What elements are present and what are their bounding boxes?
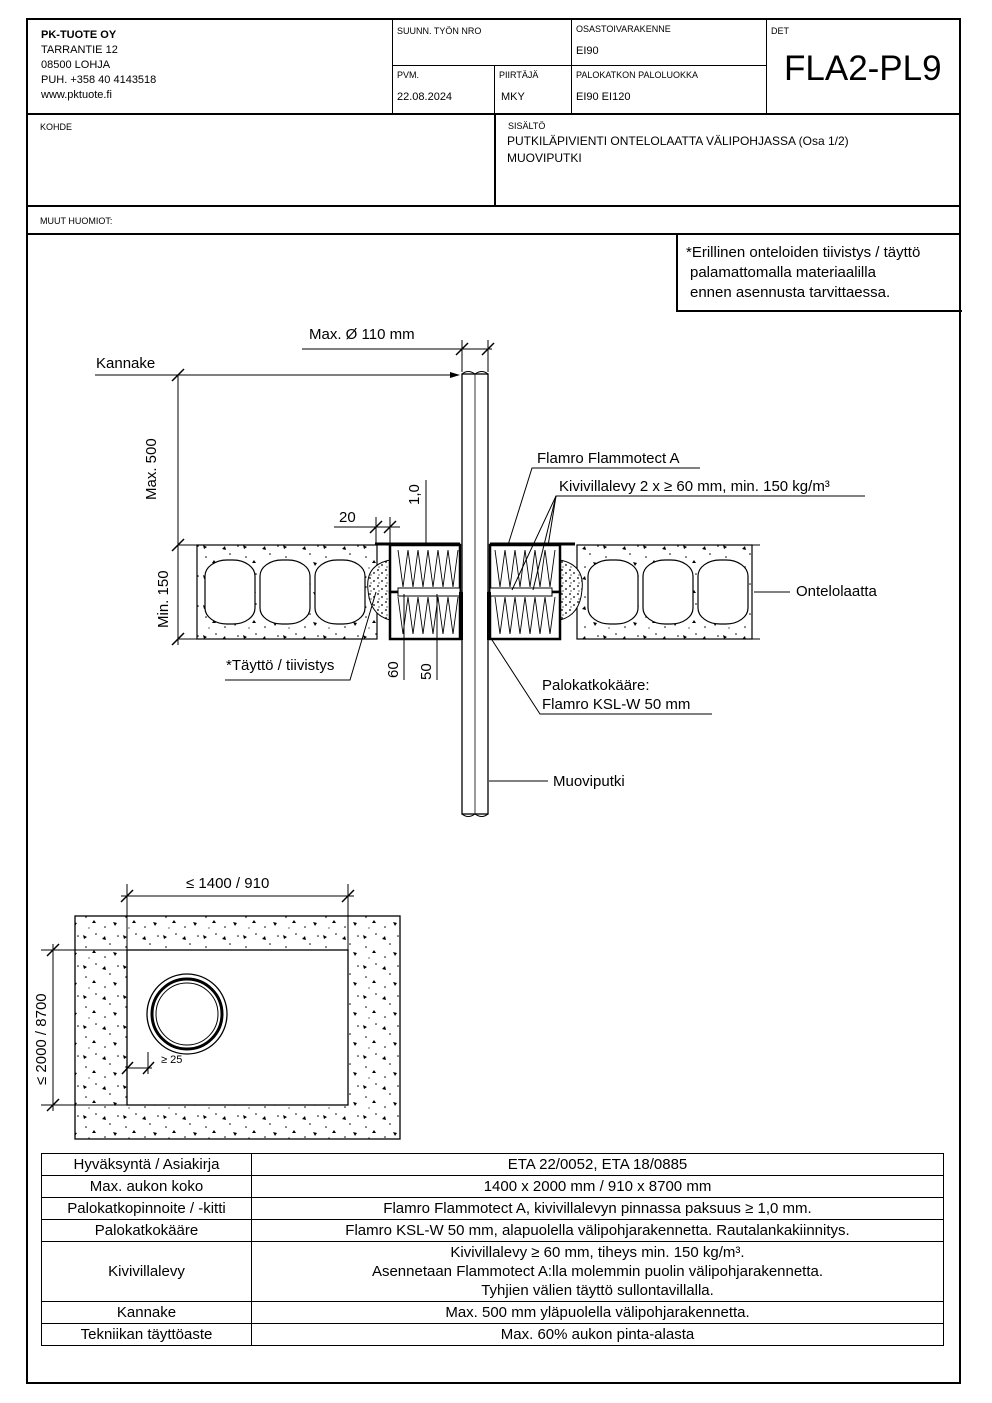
spec-key: Palokatkopinnoite / -kitti — [41, 1197, 252, 1220]
table-row: Max. aukon koko 1400 x 2000 mm / 910 x 8… — [41, 1175, 944, 1198]
date-label: PVM. — [397, 70, 420, 80]
fireclass-value: EI90 EI120 — [576, 91, 631, 103]
titleblock-divider — [26, 233, 961, 235]
notes-label: MUUT HUOMIOT: — [40, 216, 113, 226]
titleblock-divider — [494, 114, 496, 206]
spec-value-line: Tyhjien välien täyttö sullontavillalla. — [481, 1282, 714, 1299]
spec-value: ETA 22/0052, ETA 18/0885 — [251, 1153, 944, 1176]
stone-wool-label: Kivivillalevy 2 x ≥ 60 mm, min. 150 kg/m… — [559, 478, 830, 495]
drawing-id: FLA2-PL9 — [784, 49, 942, 88]
drawing-frame — [26, 18, 961, 1384]
company-city: 08500 LOHJA — [41, 59, 111, 71]
company-web: www.pktuote.fi — [41, 89, 112, 101]
dim-20-label: 20 — [339, 509, 356, 526]
company-address: TARRANTIE 12 — [41, 44, 118, 56]
content-label: SISÄLTÖ — [508, 121, 546, 131]
drawer-label: PIIRTÄJÄ — [499, 70, 539, 80]
stone-wool-right — [488, 543, 562, 641]
slab-hollow-cores — [204, 559, 749, 625]
plan-height-label: ≤ 2000 / 8700 — [33, 993, 50, 1085]
stone-wool-left — [388, 543, 462, 641]
pipe-label: Muoviputki — [553, 773, 625, 790]
titleblock-divider — [766, 18, 767, 114]
specification-table: Hyväksyntä / Asiakirja ETA 22/0052, ETA … — [41, 1153, 944, 1346]
table-row: Tekniikan täyttöaste Max. 60% aukon pint… — [41, 1323, 944, 1346]
max-diameter-label: Max. Ø 110 mm — [309, 326, 415, 343]
section-value: EI90 — [576, 45, 599, 57]
company-phone: PUH. +358 40 4143518 — [41, 74, 157, 86]
collar-label-1: Palokatkokääre: — [542, 677, 650, 694]
spec-key: Palokatkokääre — [41, 1219, 252, 1242]
spec-value: Max. 60% aukon pinta-alasta — [251, 1323, 944, 1346]
titleblock-divider — [494, 65, 495, 114]
spec-value: Flamro Flammotect A, kivivillalevyn pinn… — [251, 1197, 944, 1220]
titleblock-divider — [571, 18, 572, 114]
fill-seal-label: *Täyttö / tiivistys — [226, 657, 335, 674]
fill-seal-left — [367, 559, 391, 621]
company-name: PK-TUOTE OY — [41, 29, 117, 41]
spec-key: Max. aukon koko — [41, 1175, 252, 1198]
slab-label: Ontelolaatta — [796, 583, 877, 600]
note-line2: palamattomalla materiaalilla — [690, 264, 876, 281]
table-row: Kannake Max. 500 mm yläpuolella välipohj… — [41, 1301, 944, 1324]
collar-label-2: Flamro KSL-W 50 mm — [542, 696, 691, 713]
plan-width-label: ≤ 1400 / 910 — [186, 875, 270, 892]
spec-key: Kannake — [41, 1301, 252, 1324]
titleblock-divider — [26, 113, 961, 115]
spec-value-multiline: Kivivillalevy ≥ 60 mm, tiheys min. 150 k… — [251, 1241, 944, 1302]
titleblock-divider — [392, 18, 393, 114]
coating-label: Flamro Flammotect A — [537, 450, 680, 467]
content-line2: MUOVIPUTKI — [507, 151, 582, 165]
fill-seal-right — [559, 559, 583, 621]
spec-value: Flamro KSL-W 50 mm, alapuolella välipohj… — [251, 1219, 944, 1242]
plan-gap-label: ≥ 25 — [161, 1054, 183, 1066]
table-row: Kivivillalevy Kivivillalevy ≥ 60 mm, tih… — [41, 1241, 944, 1302]
fireclass-label: PALOKATKON PALOLUOKKA — [576, 70, 699, 80]
note-line3: ennen asennusta tarvittaessa. — [690, 284, 891, 301]
titleblock-divider — [392, 65, 767, 66]
content-line1: PUTKILÄPIVIENTI ONTELOLAATTA VÄLIPOHJASS… — [507, 134, 849, 148]
job-number-label: SUUNN. TYÖN NRO — [397, 26, 482, 36]
spec-value-line: Asennetaan Flammotect A:lla molemmin puo… — [371, 1263, 824, 1280]
spec-value: 1400 x 2000 mm / 910 x 8700 mm — [251, 1175, 944, 1198]
section-label: OSASTOIVARAKENNE — [576, 24, 671, 34]
spec-key: Kivivillalevy — [41, 1241, 252, 1302]
spec-key: Hyväksyntä / Asiakirja — [41, 1153, 252, 1176]
table-row: Palokatkopinnoite / -kitti Flamro Flammo… — [41, 1197, 944, 1220]
note-line1: *Erillinen onteloiden tiivistys / täyttö — [686, 244, 921, 261]
spec-value: Max. 500 mm yläpuolella välipohjarakenne… — [251, 1301, 944, 1324]
bracket-label: Kannake — [96, 355, 156, 372]
table-row: Palokatkokääre Flamro KSL-W 50 mm, alapu… — [41, 1219, 944, 1242]
date-value: 22.08.2024 — [397, 91, 453, 103]
titleblock-divider — [26, 205, 961, 207]
target-label: KOHDE — [40, 122, 73, 132]
table-row: Hyväksyntä / Asiakirja ETA 22/0052, ETA … — [41, 1153, 944, 1176]
spec-value-line: Kivivillalevy ≥ 60 mm, tiheys min. 150 k… — [450, 1244, 745, 1261]
drawer-value: MKY — [501, 91, 525, 103]
spec-key: Tekniikan täyttöaste — [41, 1323, 252, 1346]
note-box: *Erillinen onteloiden tiivistys / täyttö… — [676, 234, 962, 312]
det-label: DET — [771, 26, 789, 36]
